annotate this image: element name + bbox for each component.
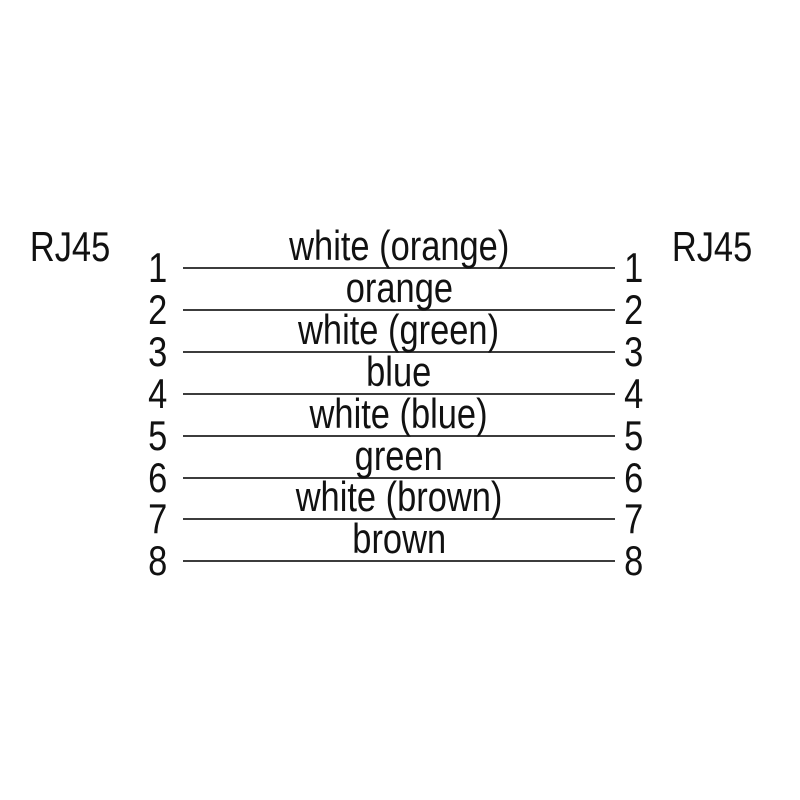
connector-label-right: RJ45 (642, 226, 782, 268)
wire-label-text: white (orange) (288, 222, 510, 269)
pin-number-right: 1 (604, 247, 664, 289)
pin-number-right: 5 (604, 415, 664, 457)
wire-label-text: white (green) (298, 306, 500, 353)
wire-line (183, 351, 615, 353)
pin-number-right-text: 5 (624, 412, 644, 459)
pin-number-right-text: 3 (624, 328, 644, 375)
wire-line (183, 309, 615, 311)
wire-label-text: white (brown) (295, 473, 503, 520)
pin-number-left: 5 (128, 415, 188, 457)
wire-line (183, 393, 615, 395)
pin-number-left-text: 5 (148, 412, 168, 459)
wire-line (183, 560, 615, 562)
pin-number-left-text: 6 (148, 454, 168, 501)
wire-label-text: blue (366, 348, 432, 395)
pin-number-right-text: 1 (624, 244, 644, 291)
wire-label-text: green (354, 432, 444, 479)
pin-number-left: 3 (128, 331, 188, 373)
pin-number-right-text: 8 (624, 537, 644, 584)
connector-label-left-text: RJ45 (29, 223, 111, 270)
pin-number-left-text: 4 (148, 370, 168, 417)
wire-line (183, 477, 615, 479)
pin-number-right-text: 6 (624, 454, 644, 501)
pin-number-left: 8 (128, 540, 188, 582)
wire-line (183, 435, 615, 437)
wire-label: orange (183, 267, 615, 309)
pin-number-left: 1 (128, 247, 188, 289)
wire-label-text: white (blue) (309, 390, 489, 437)
wire-label-text: brown (352, 515, 446, 562)
wire-label: white (blue) (183, 393, 615, 435)
pin-number-right: 6 (604, 457, 664, 499)
wire-label: blue (183, 351, 615, 393)
pin-number-right: 7 (604, 498, 664, 540)
pin-number-left: 6 (128, 457, 188, 499)
pin-number-right: 4 (604, 373, 664, 415)
wire-label: green (183, 435, 615, 477)
pin-number-right: 2 (604, 289, 664, 331)
pin-number-right: 8 (604, 540, 664, 582)
pin-number-left-text: 1 (148, 244, 168, 291)
pin-number-left-text: 8 (148, 537, 168, 584)
connector-label-right-text: RJ45 (671, 223, 753, 270)
pin-number-right: 3 (604, 331, 664, 373)
wire-label: white (brown) (183, 476, 615, 518)
wire-label: brown (183, 518, 615, 560)
pin-number-right-text: 7 (624, 495, 644, 542)
pin-number-left-text: 7 (148, 495, 168, 542)
pin-number-left-text: 2 (148, 286, 168, 333)
pin-number-left-text: 3 (148, 328, 168, 375)
wire-line (183, 518, 615, 520)
wire-label: white (green) (183, 309, 615, 351)
pin-number-left: 2 (128, 289, 188, 331)
connector-label-left: RJ45 (0, 226, 140, 268)
pin-number-right-text: 2 (624, 286, 644, 333)
pin-number-left: 7 (128, 498, 188, 540)
pin-number-left: 4 (128, 373, 188, 415)
wire-label-text: orange (345, 264, 453, 311)
pin-number-right-text: 4 (624, 370, 644, 417)
wire-label: white (orange) (183, 225, 615, 267)
wire-line (183, 267, 615, 269)
